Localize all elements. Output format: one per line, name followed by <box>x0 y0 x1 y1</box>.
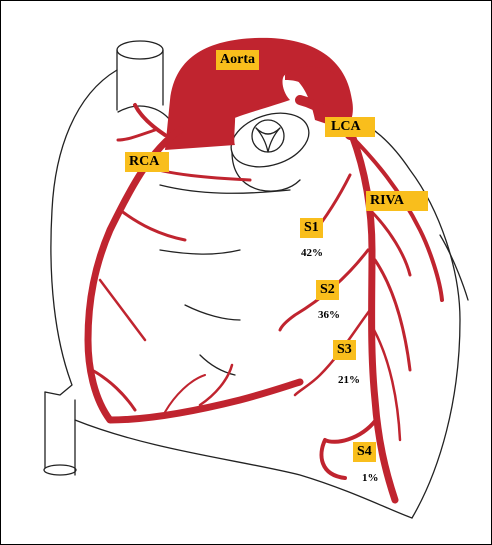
rca-marginal-1 <box>120 210 185 240</box>
label-s1: S1 <box>300 218 323 238</box>
pulmonary-valve <box>252 120 284 152</box>
diagonal-branch-2 <box>375 260 410 370</box>
vena-cava-top <box>117 41 163 59</box>
surface-contour <box>160 250 240 254</box>
valve-leaflets <box>256 128 280 152</box>
rca-main <box>88 130 300 420</box>
heart-outline <box>44 41 468 518</box>
rca-posterior-branch <box>200 365 232 405</box>
label-s4: S4 <box>353 442 376 462</box>
circumflex-branch <box>350 135 442 300</box>
percent-s4: 1% <box>362 472 379 484</box>
groove-contour <box>160 185 290 193</box>
label-riva: RIVA <box>366 191 428 211</box>
percent-s2: 36% <box>318 309 340 321</box>
rca-marginal-2 <box>100 280 145 340</box>
rca-atrial-branch <box>118 130 155 140</box>
percent-s3: 21% <box>338 374 360 386</box>
label-s3: S3 <box>333 340 356 360</box>
surface-contour-2 <box>185 305 240 320</box>
inferior-vena-cava <box>45 392 75 475</box>
label-rca: RCA <box>125 152 169 172</box>
label-s2: S2 <box>316 280 339 300</box>
label-lca: LCA <box>325 117 375 137</box>
inferior-vena-cava-end <box>44 465 76 475</box>
diagonal-branch <box>370 210 410 275</box>
label-aorta: Aorta <box>216 50 259 70</box>
percent-s1: 42% <box>301 247 323 259</box>
